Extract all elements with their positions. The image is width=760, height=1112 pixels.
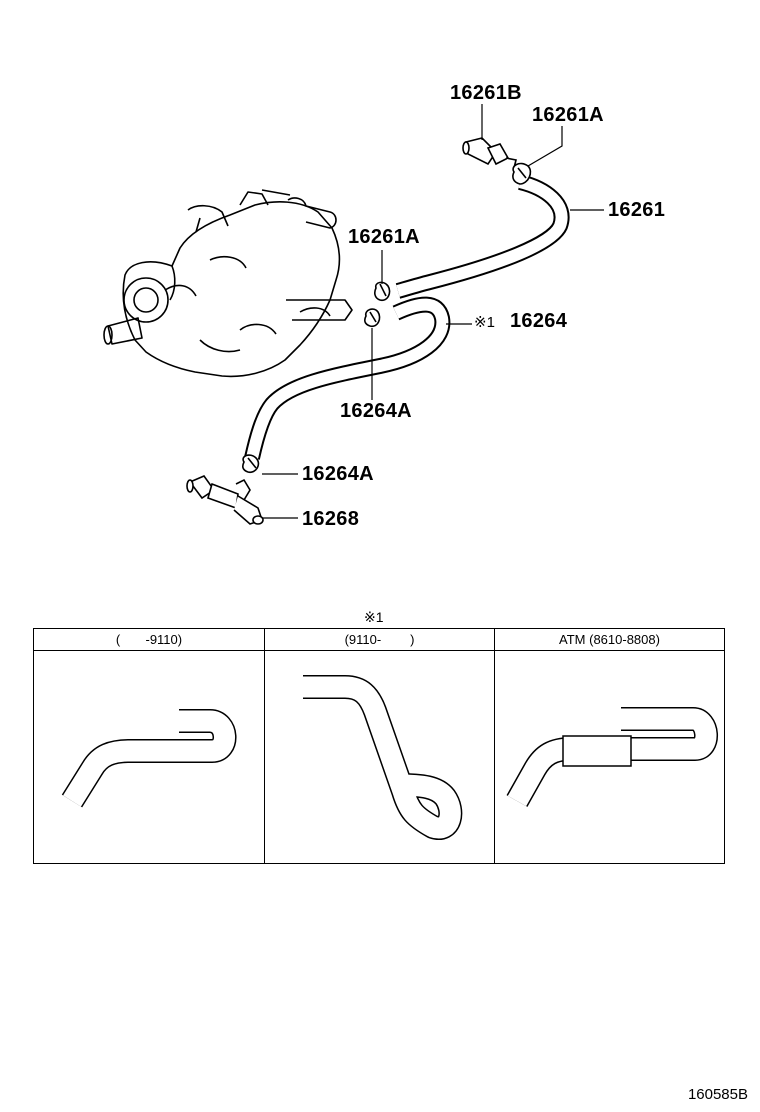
- clamp-16261A-top: [512, 162, 532, 185]
- clamp-16264A-low: [242, 454, 260, 474]
- leader-lines: [262, 104, 604, 519]
- variant-hose-1: [61, 709, 237, 808]
- variant-hose-2: [303, 675, 463, 840]
- callout-16268: 16268: [302, 508, 360, 530]
- union-16268: [186, 475, 264, 525]
- hose-16261: [395, 174, 570, 299]
- variant-header-2: (9110- ): [265, 629, 494, 651]
- injection-pump: [103, 189, 353, 378]
- variants-note-mark: ※1: [364, 609, 384, 625]
- callout-16264-note-mark: ※1: [474, 314, 495, 331]
- callout-16261A-top: 16261A: [532, 104, 604, 126]
- variant-header-3: ATM (8610-8808): [495, 629, 724, 651]
- callout-16261B: 16261B: [450, 82, 522, 104]
- union-16261B: [462, 137, 517, 169]
- callout-16264A-mid: 16264A: [340, 400, 412, 422]
- hose-variants-table: ( -9110) (9110- ) ATM (8610-8808): [33, 628, 725, 864]
- variant-header-1: ( -9110): [34, 629, 264, 651]
- callout-16264: 16264: [510, 310, 568, 332]
- variant-hose-3: [506, 707, 718, 807]
- document-code: 160585B: [687, 1086, 748, 1103]
- hose-16264: [244, 296, 451, 460]
- variant-column-1: ( -9110): [34, 629, 264, 863]
- variant-column-3: ATM (8610-8808): [494, 629, 724, 863]
- callout-16264A-low: 16264A: [302, 463, 374, 485]
- variant-column-2: (9110- ): [264, 629, 494, 863]
- clamp-16261A-mid: [374, 281, 391, 302]
- callout-16261A-mid: 16261A: [348, 226, 420, 248]
- clamp-16264A-mid: [364, 308, 381, 328]
- callout-16261: 16261: [608, 199, 666, 221]
- parts-diagram: [103, 104, 604, 525]
